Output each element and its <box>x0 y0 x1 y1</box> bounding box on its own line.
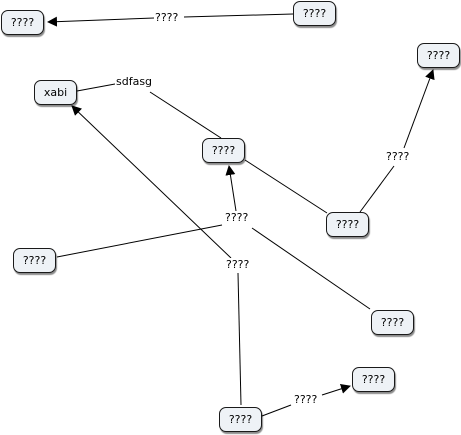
concept-node-xabi[interactable]: xabi <box>34 80 77 105</box>
edge-l6-from-source <box>261 404 292 417</box>
link-label[interactable]: ???? <box>225 258 251 271</box>
edge-l3-to-target <box>403 69 435 149</box>
edge-l1-from-source <box>183 13 294 18</box>
link-label[interactable]: ???? <box>385 150 411 163</box>
edge-l4-to-target <box>225 165 237 212</box>
concept-node[interactable]: ???? <box>371 310 414 335</box>
concept-node[interactable]: ???? <box>293 1 336 26</box>
edge-l2-from-xabi <box>76 83 116 92</box>
link-label[interactable]: ???? <box>293 393 319 406</box>
edge-l6-to-target <box>321 383 351 396</box>
concept-node[interactable]: ???? <box>417 43 460 68</box>
edge-l3-from-source <box>359 165 395 213</box>
concept-node[interactable]: ???? <box>202 138 245 163</box>
edge-l2-to-node <box>149 91 222 139</box>
edge-l4-from-right <box>251 227 371 310</box>
concept-node[interactable]: ???? <box>326 212 369 237</box>
link-label[interactable]: ???? <box>224 211 250 224</box>
concept-node[interactable]: ???? <box>1 10 44 35</box>
edge-l5-to-target <box>71 105 232 259</box>
concept-node[interactable]: ???? <box>219 407 262 432</box>
edge-l1-to-target <box>47 16 155 27</box>
edge-node-to-node <box>244 159 328 214</box>
concept-node[interactable]: ???? <box>13 248 56 273</box>
concept-node[interactable]: ???? <box>352 367 395 392</box>
link-label[interactable]: sdfasg <box>115 75 154 88</box>
edge-l4-from-left <box>56 224 223 258</box>
edge-l5-from-source <box>237 272 242 406</box>
link-label[interactable]: ???? <box>154 11 180 24</box>
